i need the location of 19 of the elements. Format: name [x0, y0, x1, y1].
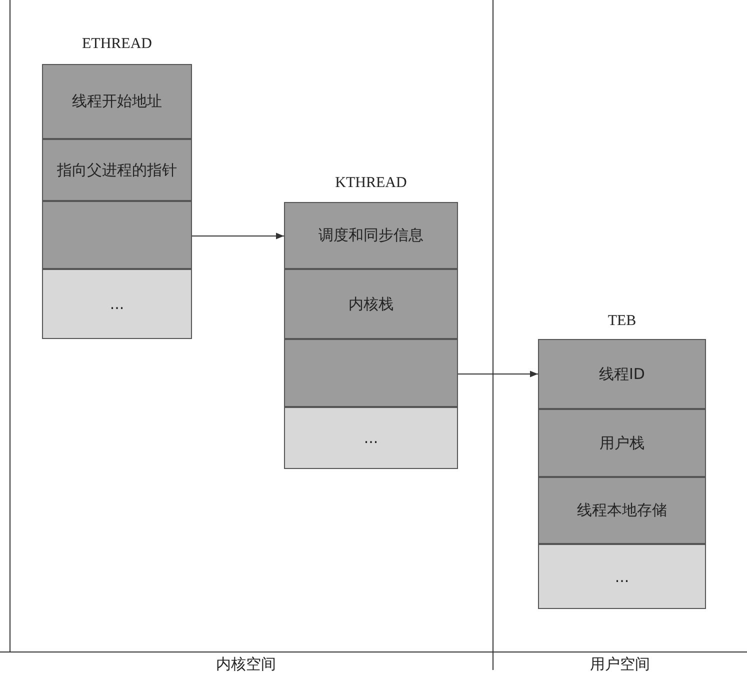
field-cell: ...: [284, 407, 458, 469]
region-label: 用户空间: [590, 655, 650, 674]
field-cell: 用户栈: [538, 409, 706, 477]
field-cell: ...: [42, 269, 192, 339]
arrow: [458, 370, 538, 378]
region-label: 内核空间: [216, 655, 276, 674]
arrow: [192, 232, 284, 240]
field-cell: 线程本地存储: [538, 477, 706, 544]
field-cell: 内核栈: [284, 269, 458, 339]
struct-title: TEB: [606, 313, 638, 330]
struct-title: KTHREAD: [334, 175, 408, 192]
field-cell: 指向父进程的指针: [42, 139, 192, 201]
field-cell: 调度和同步信息: [284, 202, 458, 269]
field-cell: 线程开始地址: [42, 64, 192, 139]
empty-field-cell: [42, 201, 192, 269]
field-cell: ...: [538, 544, 706, 609]
empty-field-cell: [284, 339, 458, 407]
field-cell: 线程ID: [538, 339, 706, 409]
struct-title: ETHREAD: [81, 36, 153, 53]
